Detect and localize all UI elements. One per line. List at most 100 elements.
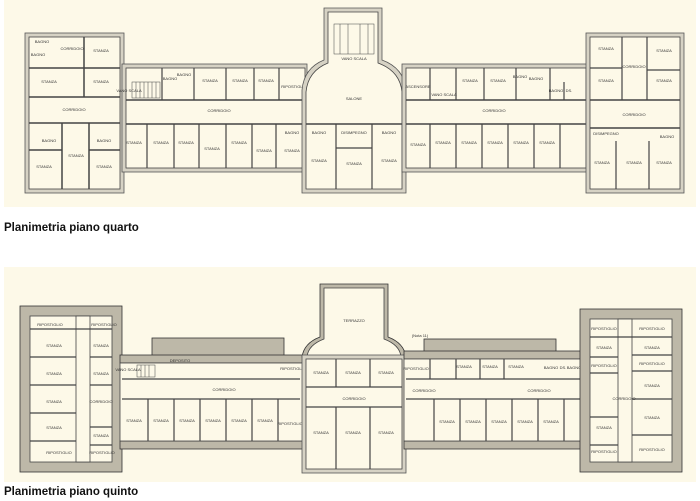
svg-text:STANZA: STANZA (644, 415, 660, 420)
svg-text:STANZA: STANZA (257, 418, 273, 423)
svg-text:RIPOSTIGLIO: RIPOSTIGLIO (37, 322, 63, 327)
svg-text:STANZA: STANZA (93, 433, 109, 438)
svg-text:STANZA: STANZA (456, 364, 472, 369)
svg-text:STANZA: STANZA (46, 425, 62, 430)
svg-text:BAGNO: BAGNO (513, 74, 527, 79)
svg-text:STANZA: STANZA (381, 158, 397, 163)
svg-text:STANZA: STANZA (539, 140, 555, 145)
svg-text:STANZA: STANZA (378, 370, 394, 375)
svg-text:STANZA: STANZA (487, 140, 503, 145)
svg-text:RIPOSTIGLIO: RIPOSTIGLIO (89, 450, 115, 455)
svg-text:RIPOSTIGLIO: RIPOSTIGLIO (591, 449, 617, 454)
svg-text:STANZA: STANZA (656, 78, 672, 83)
svg-text:RIPOSTIGLIO: RIPOSTIGLIO (639, 447, 665, 452)
svg-text:STANZA: STANZA (202, 78, 218, 83)
svg-text:STANZA: STANZA (284, 148, 300, 153)
svg-text:STANZA: STANZA (46, 371, 62, 376)
svg-text:STANZA: STANZA (153, 418, 169, 423)
svg-text:STANZA: STANZA (461, 140, 477, 145)
svg-text:BAGNO: BAGNO (660, 134, 674, 139)
svg-text:STANZA: STANZA (598, 78, 614, 83)
svg-text:RIPOSTIGLIO: RIPOSTIGLIO (403, 366, 429, 371)
svg-text:DEPOSITO: DEPOSITO (170, 358, 191, 363)
svg-text:RIPOSTIGLIO: RIPOSTIGLIO (639, 326, 665, 331)
svg-text:DISIMPEGNO: DISIMPEGNO (593, 131, 619, 136)
svg-text:CORRIDOIO: CORRIDOIO (62, 107, 85, 112)
svg-text:STANZA: STANZA (656, 48, 672, 53)
svg-text:STANZA: STANZA (205, 418, 221, 423)
svg-text:BAGNO: BAGNO (163, 76, 177, 81)
svg-text:STANZA: STANZA (96, 164, 112, 169)
svg-text:STANZA: STANZA (153, 140, 169, 145)
svg-text:STANZA: STANZA (378, 430, 394, 435)
svg-text:STANZA: STANZA (258, 78, 274, 83)
svg-text:STANZA: STANZA (598, 46, 614, 51)
svg-text:STANZA: STANZA (126, 140, 142, 145)
svg-text:STANZA: STANZA (491, 419, 507, 424)
fifth-floor-caption: Planimetria piano quinto (4, 486, 139, 498)
svg-text:BAGNO: BAGNO (31, 52, 45, 57)
svg-text:STANZA: STANZA (126, 418, 142, 423)
svg-text:STANZA: STANZA (439, 419, 455, 424)
svg-text:STANZA: STANZA (346, 161, 362, 166)
svg-text:RIPOSTIGLIO: RIPOSTIGLIO (591, 326, 617, 331)
svg-text:STANZA: STANZA (656, 160, 672, 165)
svg-text:(Nota 11): (Nota 11) (412, 333, 429, 338)
svg-text:SALONE: SALONE (346, 96, 363, 101)
svg-text:STANZA: STANZA (313, 430, 329, 435)
svg-text:BAGNO: BAGNO (312, 130, 326, 135)
svg-text:ASCENSORE: ASCENSORE (405, 84, 430, 89)
svg-text:STANZA: STANZA (93, 343, 109, 348)
floor-plan-fifth-floor: RIPOSTIGLIO RIPOSTIGLIO STANZA STANZA ST… (4, 267, 696, 482)
svg-text:STANZA: STANZA (626, 160, 642, 165)
svg-text:STANZA: STANZA (179, 418, 195, 423)
svg-text:STANZA: STANZA (513, 140, 529, 145)
svg-text:VANO SCALA: VANO SCALA (431, 92, 457, 97)
svg-text:STANZA: STANZA (204, 146, 220, 151)
svg-text:STANZA: STANZA (93, 371, 109, 376)
svg-text:STANZA: STANZA (41, 79, 57, 84)
svg-text:BAGNO: BAGNO (97, 138, 111, 143)
svg-text:STANZA: STANZA (93, 79, 109, 84)
svg-text:STANZA: STANZA (596, 425, 612, 430)
svg-text:TERRAZZO: TERRAZZO (343, 318, 365, 323)
svg-text:STANZA: STANZA (435, 140, 451, 145)
svg-text:STANZA: STANZA (345, 430, 361, 435)
svg-text:CORRIDOIO: CORRIDOIO (342, 396, 365, 401)
svg-text:STANZA: STANZA (490, 78, 506, 83)
svg-text:RIPOSTIGLIO: RIPOSTIGLIO (281, 84, 307, 89)
fourth-floor-caption: Planimetria piano quarto (4, 222, 139, 234)
svg-text:CORRIDOIO: CORRIDOIO (612, 396, 635, 401)
svg-text:STANZA: STANZA (313, 370, 329, 375)
svg-text:CORRIDOIO: CORRIDOIO (412, 388, 435, 393)
svg-text:BAGNO: BAGNO (529, 76, 543, 81)
svg-text:STANZA: STANZA (465, 419, 481, 424)
svg-text:STANZA: STANZA (311, 158, 327, 163)
svg-text:STANZA: STANZA (68, 153, 84, 158)
svg-text:RIPOSTIGLIO: RIPOSTIGLIO (280, 366, 306, 371)
svg-text:STANZA: STANZA (178, 140, 194, 145)
svg-text:CORRIDOIO: CORRIDOIO (212, 387, 235, 392)
svg-text:DS.: DS. (560, 365, 567, 370)
svg-text:STANZA: STANZA (232, 78, 248, 83)
svg-text:CORRIDOIO: CORRIDOIO (527, 388, 550, 393)
svg-text:VANO SCALA: VANO SCALA (341, 56, 367, 61)
svg-text:CORRIDOIO: CORRIDOIO (622, 64, 645, 69)
svg-text:RIPOSTIGLIO: RIPOSTIGLIO (639, 361, 665, 366)
svg-text:RIPOSTIGLIO: RIPOSTIGLIO (277, 421, 303, 426)
svg-text:DS.: DS. (566, 88, 573, 93)
svg-text:STANZA: STANZA (46, 343, 62, 348)
svg-text:STANZA: STANZA (256, 148, 272, 153)
svg-text:STANZA: STANZA (462, 78, 478, 83)
svg-text:CORRIDOIO: CORRIDOIO (207, 108, 230, 113)
svg-text:BAGNO: BAGNO (549, 88, 563, 93)
svg-text:BAGNO: BAGNO (177, 72, 191, 77)
svg-text:STANZA: STANZA (36, 164, 52, 169)
svg-text:BAGNO: BAGNO (567, 365, 581, 370)
svg-text:BAGNO: BAGNO (285, 130, 299, 135)
svg-text:RIPOSTIGLIO: RIPOSTIGLIO (46, 450, 72, 455)
svg-text:STANZA: STANZA (517, 419, 533, 424)
svg-text:STANZA: STANZA (594, 160, 610, 165)
svg-text:STANZA: STANZA (596, 345, 612, 350)
floor-plan-fourth-floor: BAGNO BAGNO CORRIDOIO STANZA STANZA STAN… (4, 0, 696, 207)
